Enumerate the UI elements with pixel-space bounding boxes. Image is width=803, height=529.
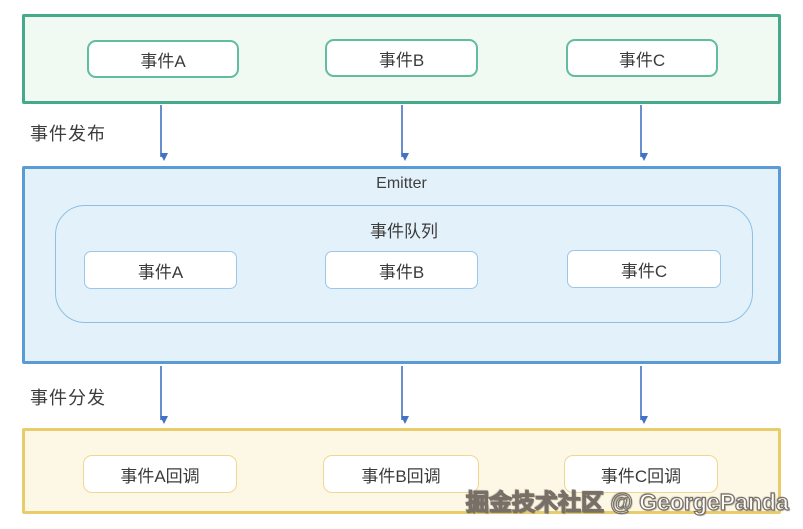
queue-event-a: 事件A — [84, 251, 237, 289]
publisher-event-c: 事件C — [566, 39, 718, 77]
callback-event-c-label: 事件C回调 — [600, 466, 682, 486]
event-queue-title: 事件队列 — [370, 222, 438, 241]
publisher-event-a-label: 事件A — [140, 51, 186, 71]
dispatch-flow-label: 事件分发 — [30, 388, 106, 408]
publish-flow-label: 事件发布 — [30, 124, 106, 144]
event-queue-container — [55, 205, 753, 323]
queue-event-c: 事件C — [567, 250, 721, 288]
callback-event-a: 事件A回调 — [83, 455, 237, 493]
queue-event-b-label: 事件B — [378, 262, 425, 282]
publisher-event-c-label: 事件C — [618, 50, 666, 70]
queue-event-c-label: 事件C — [620, 261, 668, 281]
publisher-event-a: 事件A — [87, 40, 239, 78]
queue-event-b: 事件B — [325, 251, 478, 289]
callback-event-b-label: 事件B回调 — [361, 466, 441, 486]
emitter-title: Emitter — [376, 175, 427, 192]
queue-event-a-label: 事件A — [137, 262, 184, 282]
callback-event-b: 事件B回调 — [323, 455, 479, 493]
callback-event-c: 事件C回调 — [564, 455, 718, 493]
callback-event-a-label: 事件A回调 — [120, 466, 200, 486]
watermark: 掘金技术社区 @ GeorgePanda — [465, 488, 789, 515]
publisher-event-b-label: 事件B — [378, 50, 425, 70]
publisher-event-b: 事件B — [325, 39, 478, 77]
